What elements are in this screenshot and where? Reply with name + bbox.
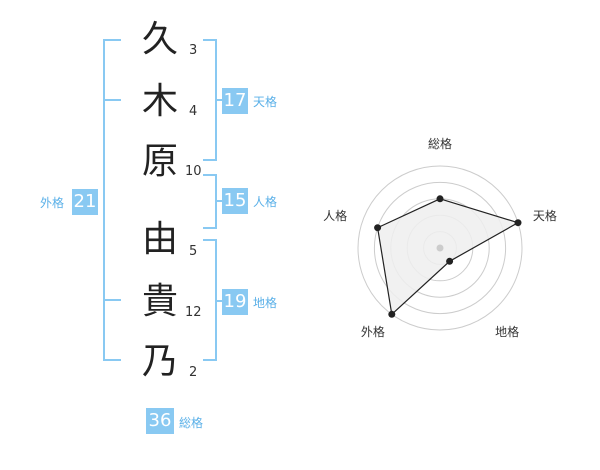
- radar-grid-ring-4: [373, 181, 507, 315]
- chikaku-label: 地格: [253, 296, 278, 310]
- jinkaku-label: 人格: [253, 195, 278, 209]
- name-char-4: 由: [141, 219, 178, 260]
- tenkaku-bracket: [203, 39, 223, 161]
- radar-point-5: [374, 224, 382, 232]
- gaikaku-bracket: [103, 39, 121, 361]
- stroke-count-5: 12: [185, 305, 202, 320]
- name-char-5: 貴: [141, 281, 178, 322]
- radar-series-polygon: [376, 198, 520, 316]
- radar-point-2: [514, 219, 522, 227]
- jinkaku-value: 15: [222, 188, 248, 214]
- name-char-3: 原: [141, 141, 178, 182]
- chikaku-value: 19: [222, 289, 248, 315]
- name-char-6: 乃: [141, 341, 178, 382]
- name-char-2: 木: [141, 81, 178, 122]
- stroke-count-6: 2: [189, 365, 198, 380]
- stroke-count-3: 10: [185, 164, 202, 179]
- gaikaku-label: 外格: [40, 196, 65, 210]
- radar-point-3: [446, 257, 454, 265]
- radar-axis-label-5: 人格: [323, 208, 347, 223]
- gaikaku-value: 21: [72, 189, 98, 215]
- stroke-count-4: 5: [189, 244, 198, 259]
- radar-axis-label-2: 天格: [533, 208, 557, 223]
- radar-axis-label-1: 総格: [428, 136, 452, 151]
- radar-grid-ring-5: [357, 165, 523, 331]
- radar-axis-label-4: 外格: [361, 324, 385, 339]
- jinkaku-bracket: [203, 174, 223, 229]
- name-char-1: 久: [141, 19, 178, 60]
- radar-point-1: [436, 195, 444, 203]
- radar-point-4: [388, 310, 396, 318]
- tenkaku-label: 天格: [253, 95, 278, 109]
- stroke-count-2: 4: [189, 104, 198, 119]
- stroke-count-1: 3: [189, 43, 198, 58]
- tenkaku-value: 17: [222, 88, 248, 114]
- soukaku-value: 36: [146, 408, 174, 434]
- radar-axis-label-3: 地格: [495, 324, 519, 339]
- radar-center-dot: [436, 244, 444, 252]
- chikaku-bracket: [203, 239, 223, 361]
- soukaku-label: 総格: [179, 416, 204, 430]
